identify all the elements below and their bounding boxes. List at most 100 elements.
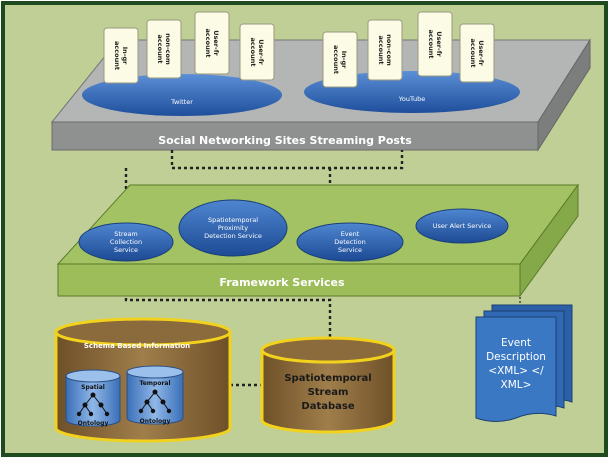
framework-plane-side <box>519 183 579 298</box>
twitter-card-line: non-com <box>164 33 172 65</box>
schema-database: Schema Based Information Spatial Ontolog… <box>54 317 232 443</box>
spatial-top <box>65 369 121 383</box>
service-label-line: Detection Service <box>204 232 262 240</box>
youtube-account-card: In-graccount <box>322 31 358 88</box>
service-label-line: Detection <box>334 238 366 246</box>
service-ellipse <box>78 222 174 262</box>
temporal-ontology: Temporal Ontology <box>126 365 184 425</box>
social-plane-side <box>537 38 591 152</box>
youtube-account-card: non-comaccount <box>367 19 403 81</box>
youtube-card-text: User-fraccount <box>469 39 485 68</box>
youtube-card-line: non-com <box>385 34 393 66</box>
temporal-label: Temporal <box>139 380 170 387</box>
stream-db-body <box>260 350 396 434</box>
stream-db-line-2: Stream <box>308 387 349 398</box>
service-label-line: Event <box>341 230 360 238</box>
service-ellipse <box>415 208 509 244</box>
twitter-account-card: User-fraccount <box>239 23 275 81</box>
temporal-tree-icon <box>138 389 172 414</box>
youtube-card-box <box>367 19 403 81</box>
youtube-card-box <box>417 11 453 77</box>
service-label-line: Stream <box>114 230 138 238</box>
youtube-card-box <box>322 31 358 88</box>
service-node: User Alert Service <box>415 208 509 244</box>
service-label: User Alert Service <box>433 222 491 230</box>
twitter-card-box <box>146 19 182 79</box>
twitter-card-text: In-graccount <box>113 41 129 70</box>
youtube-card-line: account <box>377 36 385 65</box>
service-label-line: Spatiotemporal <box>208 216 258 224</box>
youtube-card-line: In-gr <box>340 51 348 69</box>
spatial-tree-icon <box>76 392 110 417</box>
service-label-line: Service <box>338 246 362 254</box>
spatial-caption: Ontology <box>78 420 109 427</box>
social-plane-title: Social Networking Sites Streaming Posts <box>158 134 412 147</box>
twitter-card-line: account <box>156 35 164 64</box>
service-label-line: Service <box>114 246 138 254</box>
twitter-card-box <box>239 23 275 81</box>
twitter-label: Twitter <box>170 98 193 106</box>
twitter-account-card: In-graccount <box>103 27 139 84</box>
twitter-card-line: account <box>113 41 121 70</box>
twitter-card-line: account <box>249 38 257 67</box>
stream-db-line-3: Database <box>301 401 354 412</box>
youtube-card-line: User-fr <box>435 31 443 57</box>
stream-db-top <box>260 336 396 364</box>
youtube-card-box <box>459 23 495 83</box>
youtube-card-line: User-fr <box>477 40 485 66</box>
service-label-line: Collection <box>110 238 142 246</box>
spatial-label: Spatial <box>81 384 105 391</box>
event-doc-line-3: <XML> </ <box>488 365 544 377</box>
service-ellipse <box>296 222 404 262</box>
twitter-card-text: User-fraccount <box>204 29 220 58</box>
framework-plane-title: Framework Services <box>219 276 345 289</box>
schema-db-top <box>54 317 232 347</box>
youtube-card-text: In-graccount <box>332 45 348 74</box>
spatial-ontology: Spatial Ontology <box>65 369 121 427</box>
service-ellipse <box>178 199 288 257</box>
twitter-card-text: non-comaccount <box>156 33 172 65</box>
youtube-account-card: User-fraccount <box>459 23 495 83</box>
twitter-card-line: account <box>204 29 212 58</box>
twitter-card-box <box>103 27 139 84</box>
event-doc-line-4: XML> <box>501 379 532 391</box>
schema-db-title: Schema Based Information <box>84 342 190 350</box>
youtube-card-text: non-comaccount <box>377 34 393 66</box>
temporal-caption: Ontology <box>140 418 171 425</box>
framework-plane: Framework Services <box>56 183 579 298</box>
event-description-document: Event Description <XML> </ XML> <box>475 304 573 422</box>
connector-top-bridge <box>170 150 404 170</box>
youtube-card-line: account <box>332 45 340 74</box>
event-doc-line-2: Description <box>486 351 546 363</box>
service-label-line: User Alert Service <box>433 222 491 230</box>
temporal-top <box>126 365 184 379</box>
twitter-account-card: User-fraccount <box>194 11 230 75</box>
twitter-card-box <box>194 11 230 75</box>
youtube-card-line: account <box>469 39 477 68</box>
youtube-card-line: account <box>427 30 435 59</box>
youtube-account-card: User-fraccount <box>417 11 453 77</box>
youtube-card-text: User-fraccount <box>427 30 443 59</box>
doc-sheet-front <box>475 316 557 422</box>
service-label-line: Proximity <box>218 224 248 232</box>
event-doc-line-1: Event <box>501 337 531 349</box>
twitter-account-card: non-comaccount <box>146 19 182 79</box>
connector-to-stream-db <box>124 268 332 345</box>
twitter-card-line: User-fr <box>257 39 265 65</box>
stream-database: Spatiotemporal Stream Database <box>260 336 396 434</box>
youtube-label: YouTube <box>398 95 425 103</box>
twitter-card-line: User-fr <box>212 30 220 56</box>
twitter-ellipse <box>82 74 282 116</box>
twitter-card-line: In-gr <box>121 47 129 65</box>
